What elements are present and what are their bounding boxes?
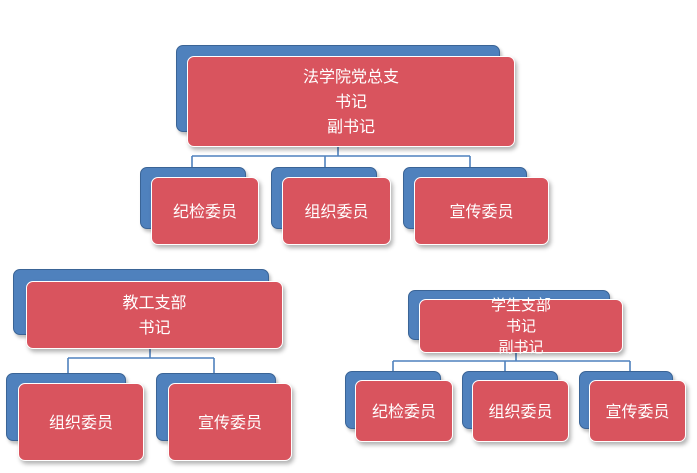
node-label: 宣传委员: [197, 412, 262, 432]
node-student-discipline-member: 纪检委员: [345, 371, 455, 445]
node-student-publicity-member: 宣传委员: [579, 371, 689, 445]
node-role-secretary: 书记: [505, 316, 536, 335]
node-top-organization-member: 组织委员: [271, 167, 393, 247]
node-label: 纪检委员: [371, 401, 436, 421]
node-label: 宣传委员: [605, 401, 670, 421]
node-role-deputy-secretary: 副书记: [326, 117, 375, 136]
node-label: 宣传委员: [449, 201, 514, 221]
node-title: 学生支部: [490, 295, 551, 314]
node-faculty-branch: 教工支部 书记: [13, 269, 285, 353]
node-top-discipline-member: 纪检委员: [140, 167, 259, 247]
node-student-organization-member: 组织委员: [462, 371, 570, 445]
node-top-publicity-member: 宣传委员: [403, 167, 551, 247]
node-role-secretary: 书记: [334, 92, 367, 111]
node-label: 纪检委员: [172, 201, 237, 221]
node-role-secretary: 书记: [138, 318, 171, 337]
node-faculty-publicity-member: 宣传委员: [156, 373, 296, 463]
node-title: 法学院党总支: [302, 67, 399, 86]
node-label: 组织委员: [304, 201, 369, 221]
node-student-branch: 学生支部 书记 副书记: [408, 290, 626, 356]
node-label: 组织委员: [488, 401, 553, 421]
node-law-school-party-committee: 法学院党总支 书记 副书记: [176, 45, 516, 150]
node-faculty-organization-member: 组织委员: [6, 373, 146, 463]
node-title: 教工支部: [122, 293, 187, 312]
node-role-deputy-secretary: 副书记: [498, 337, 544, 356]
node-label: 组织委员: [48, 412, 113, 432]
